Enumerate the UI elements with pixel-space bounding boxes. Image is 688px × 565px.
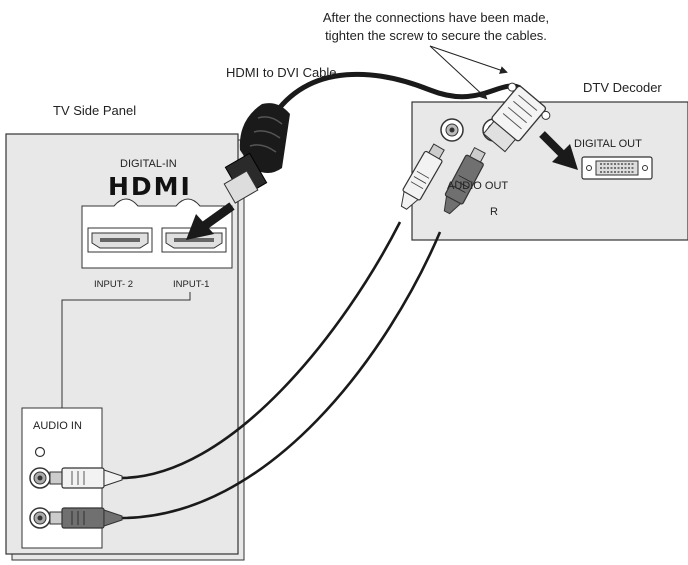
- dvi-plug: [482, 82, 551, 153]
- hdmi-plug: [223, 103, 290, 204]
- dvi-insert-arrow: [539, 131, 578, 170]
- hdmi-logo: HDMI: [108, 172, 192, 201]
- tv-panel-label: TV Side Panel: [53, 103, 137, 118]
- panel-guide-line: [61, 292, 191, 410]
- audio-out-jack-l: [440, 118, 464, 142]
- audio-in-jack-l: [29, 467, 51, 489]
- hdmi-dvi-cable: [269, 71, 522, 120]
- hdmi-port-input-1: [161, 227, 227, 253]
- audio-out-l-label: L: [448, 205, 454, 216]
- callout-pointer-lower: [429, 45, 488, 100]
- decoder-label: DTV Decoder: [583, 80, 662, 95]
- audio-in-label: AUDIO IN: [33, 420, 82, 432]
- audio-plug-white-decoder: [400, 143, 445, 210]
- digital-in-label: DIGITAL-IN: [120, 158, 177, 170]
- hdmi-insert-arrow: [186, 202, 235, 240]
- callout-line-1: After the connections have been made,: [322, 10, 550, 25]
- digital-out-label: DIGITAL OUT: [574, 138, 642, 150]
- audio-cable-white: [117, 221, 402, 480]
- audio-out-label: AUDIO OUT: [447, 180, 509, 192]
- audio-plug-white-tv: [49, 467, 123, 489]
- input-2-label: INPUT- 2: [94, 279, 134, 290]
- callout-line-2: tighten the screw to secure the cables.: [325, 28, 547, 43]
- audio-out-r-label: R: [490, 206, 498, 218]
- dvi-port: [581, 156, 653, 180]
- input-1-label: INPUT-1: [173, 279, 210, 290]
- audio-small-jack: [34, 446, 46, 458]
- callout-pointer-upper: [429, 45, 508, 74]
- audio-plug-gray-decoder: [443, 146, 486, 215]
- audio-plug-gray-tv: [49, 507, 123, 529]
- audio-in-jack-r: [29, 507, 51, 529]
- callout-note: After the connections have been made, ti…: [286, 9, 586, 45]
- hdmi-port-input-2: [87, 227, 153, 253]
- cable-label: HDMI to DVI Cable: [226, 65, 337, 80]
- audio-cable-gray: [117, 231, 442, 520]
